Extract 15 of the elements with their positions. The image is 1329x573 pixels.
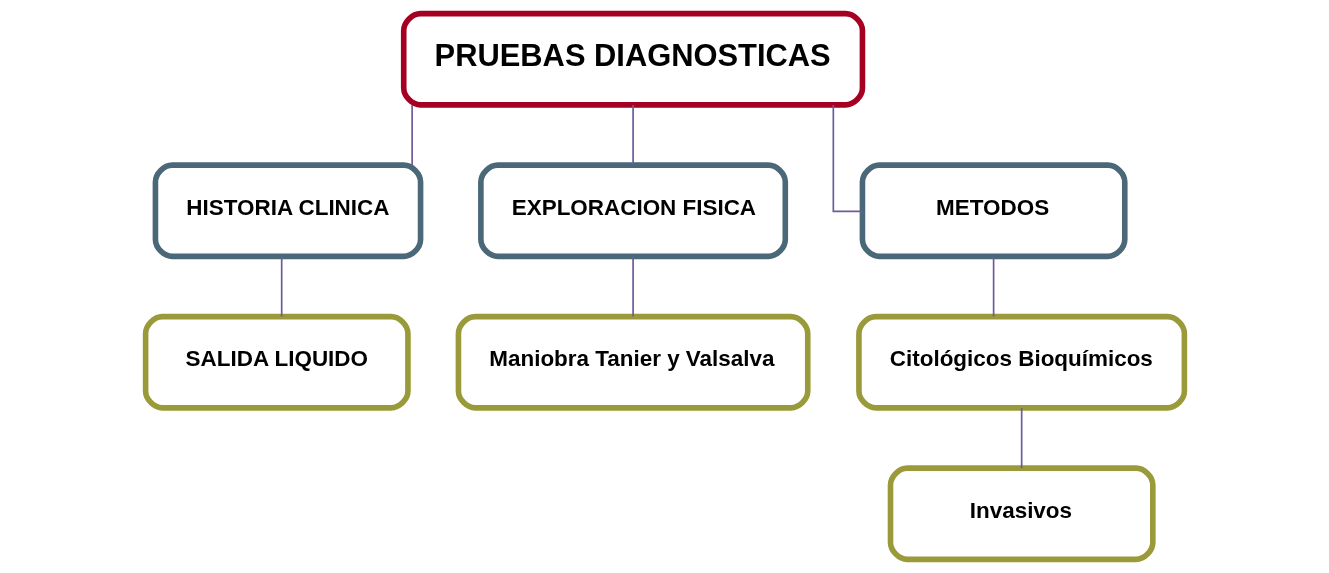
connector bbox=[631, 255, 634, 318]
connector bbox=[992, 255, 994, 318]
node-box: EXPLORACION FISICA bbox=[477, 162, 788, 260]
connector bbox=[410, 104, 413, 166]
node-box: METODOS bbox=[859, 162, 1128, 260]
node-box: Maniobra Tanier y Valsalva bbox=[455, 313, 811, 411]
node-box: HISTORIA CLINICA bbox=[152, 162, 423, 260]
connector bbox=[832, 104, 863, 213]
connector bbox=[280, 255, 282, 318]
node-box: SALIDA LIQUIDO bbox=[142, 313, 411, 411]
connector bbox=[1020, 407, 1022, 469]
node-box: PRUEBAS DIAGNOSTICAS bbox=[400, 10, 865, 108]
connector bbox=[631, 104, 634, 166]
node-box: Citológicos Bioquímicos bbox=[855, 313, 1187, 411]
node-box: Invasivos bbox=[887, 465, 1156, 563]
